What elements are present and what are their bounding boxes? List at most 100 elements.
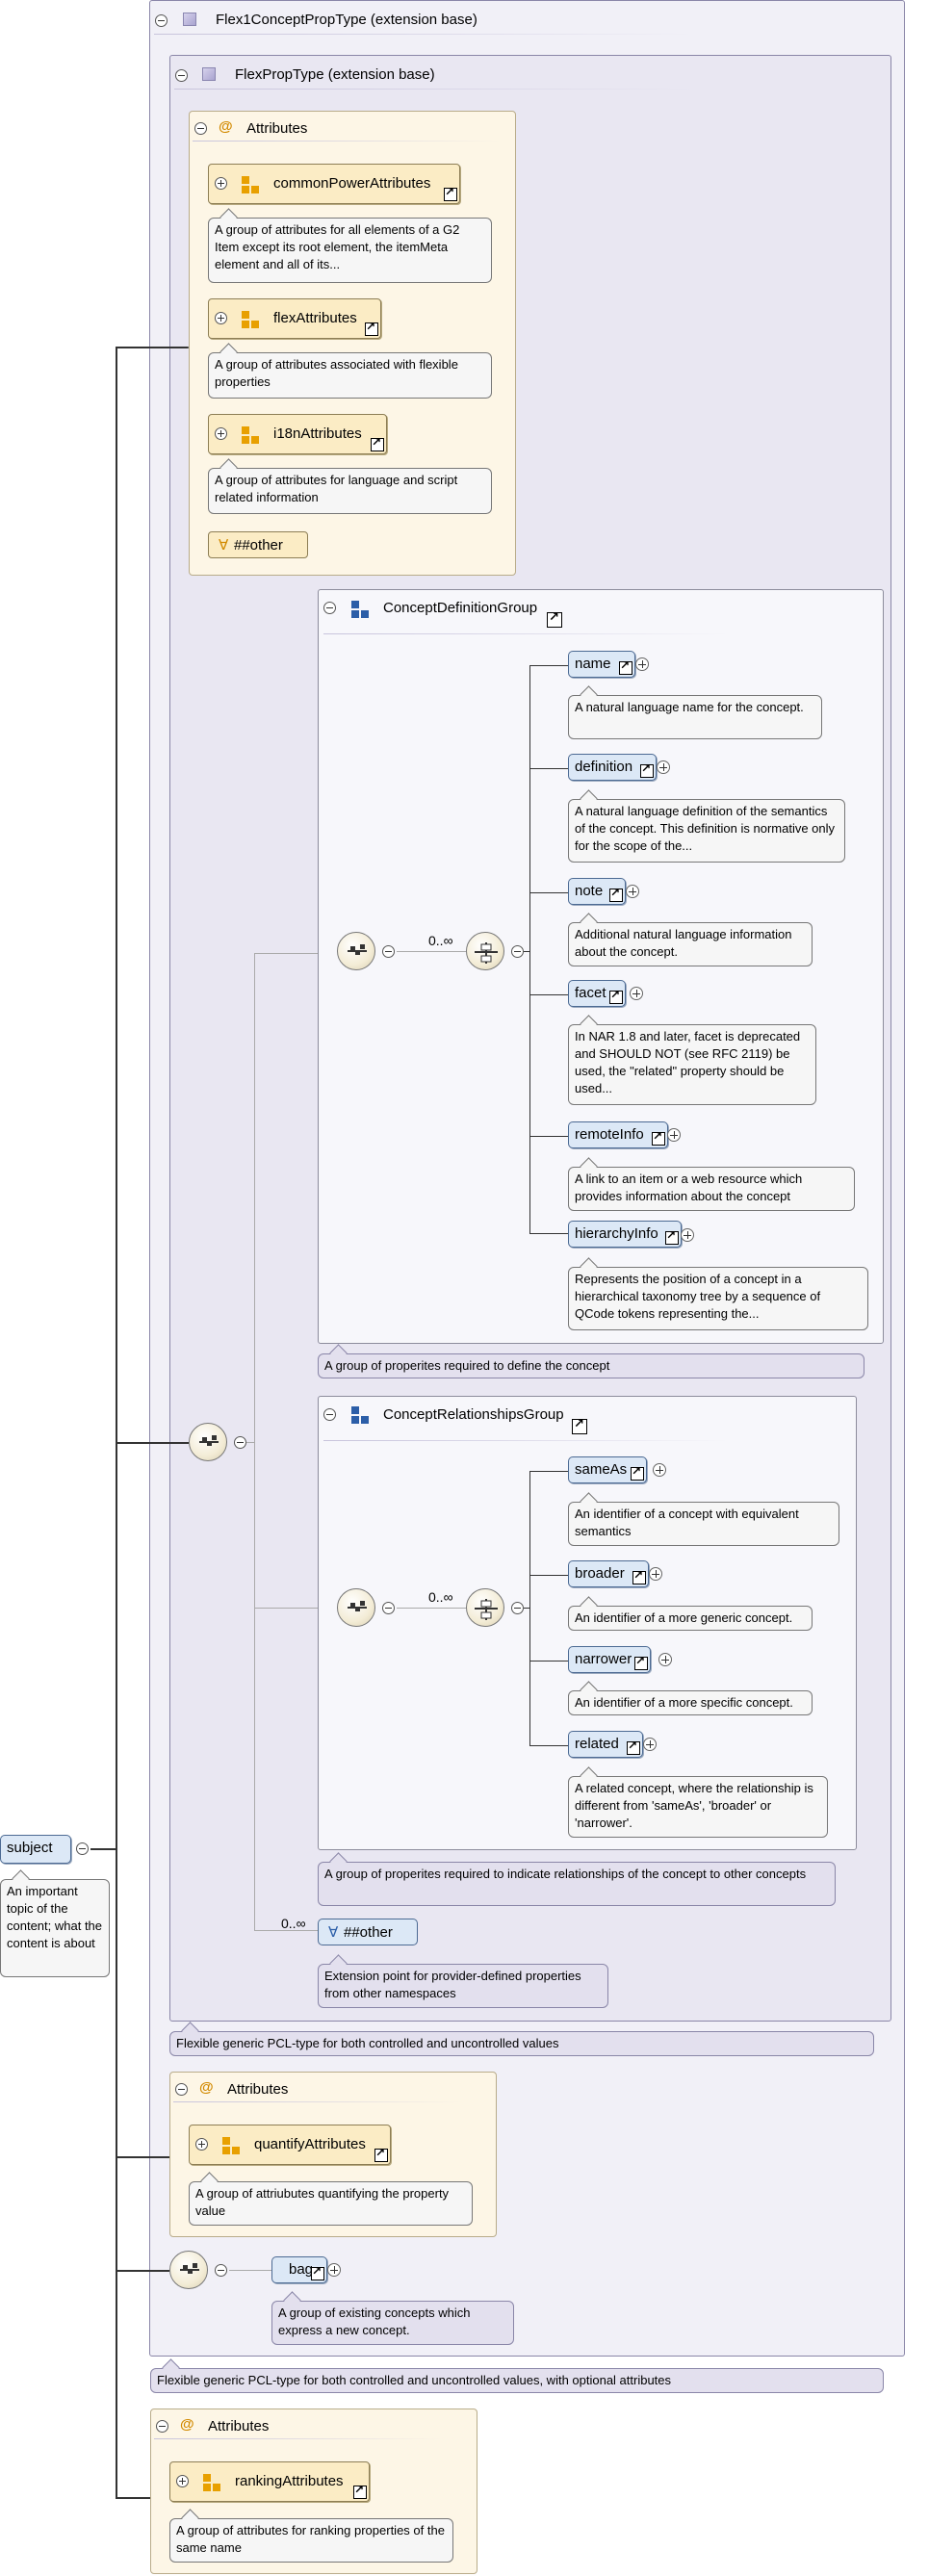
branch-facet (529, 994, 568, 995)
sequence-collapse-toggle[interactable] (511, 945, 524, 958)
element-note[interactable]: note (568, 878, 626, 905)
reference-icon[interactable]: ↗ (572, 1417, 587, 1434)
expand-plus-icon[interactable] (681, 1228, 694, 1242)
element-bag[interactable]: bag (271, 2256, 327, 2283)
expand-plus-icon[interactable] (643, 1738, 657, 1751)
expand-plus-icon[interactable] (635, 657, 649, 671)
attribute-group-flex[interactable]: flexAttributes (208, 298, 381, 339)
note-subject: An important topic of the content; what … (0, 1869, 110, 1977)
element-broader[interactable]: broader (568, 1560, 649, 1587)
attribute-at-icon: @ (199, 2079, 214, 2096)
reference-icon[interactable] (374, 2146, 388, 2162)
attribute-group-quantify[interactable]: quantifyAttributes (189, 2125, 391, 2165)
reference-icon[interactable] (632, 1568, 646, 1584)
reference-icon[interactable] (619, 658, 632, 675)
branch-definition (529, 768, 568, 769)
reference-icon[interactable] (652, 1129, 665, 1146)
element-definition[interactable]: definition (568, 754, 657, 781)
element-same-as[interactable]: sameAs (568, 1456, 647, 1483)
branch-narrower (529, 1661, 568, 1662)
expand-toggle[interactable] (176, 2475, 189, 2487)
choice-collapse-toggle[interactable] (382, 945, 395, 958)
attribute-group-ranking[interactable]: rankingAttributes (169, 2461, 370, 2502)
branch-attributes-3 (116, 2497, 150, 2499)
element-hierarchy-info[interactable]: hierarchyInfo (568, 1221, 682, 1248)
note-concept-relationships-group: A group of properites required to indica… (318, 1852, 836, 1906)
element-label: name (575, 656, 611, 672)
expand-plus-icon[interactable] (649, 1567, 662, 1581)
note-hierarchy-info: Represents the position of a concept in … (568, 1257, 868, 1330)
reference-icon[interactable] (609, 988, 623, 1004)
choice-compositor[interactable] (337, 1588, 375, 1627)
def-elements-vertical (529, 665, 530, 1233)
element-label: bag (289, 2261, 314, 2278)
element-remote-info[interactable]: remoteInfo (568, 1121, 668, 1148)
reference-icon[interactable] (353, 2483, 367, 2499)
flexprop-title-separator (174, 89, 694, 90)
attributes-collapse-toggle[interactable] (156, 2420, 168, 2433)
reference-icon[interactable] (631, 1464, 644, 1481)
reference-icon[interactable] (311, 2264, 324, 2280)
expand-toggle[interactable] (215, 312, 227, 324)
reference-icon[interactable] (627, 1739, 640, 1755)
sequence-compositor-inner[interactable] (466, 932, 504, 970)
element-name[interactable]: name (568, 651, 635, 678)
subject-collapse-toggle[interactable] (76, 1842, 89, 1855)
sequence-collapse-toggle[interactable] (511, 1602, 524, 1614)
any-element-wildcard[interactable]: ∀ ##other (318, 1919, 418, 1945)
any-attribute-wildcard[interactable]: ∀ ##other (208, 531, 308, 558)
expand-toggle[interactable] (195, 2138, 208, 2151)
group-separator (323, 1440, 728, 1441)
element-facet[interactable]: facet (568, 980, 626, 1007)
branch-related (529, 1745, 568, 1746)
complex-type-icon (202, 67, 216, 81)
note-narrower: An identifier of a more specific concept… (568, 1681, 813, 1715)
sequence-collapse-toggle[interactable] (234, 1436, 246, 1449)
expand-plus-icon[interactable] (657, 760, 670, 774)
note-facet: In NAR 1.8 and later, facet is deprecate… (568, 1015, 816, 1105)
element-subject[interactable]: subject (0, 1835, 71, 1864)
choice-collapse-toggle[interactable] (215, 2264, 227, 2277)
reference-icon[interactable] (444, 185, 457, 201)
branch-remote-info (529, 1136, 568, 1137)
reference-icon[interactable] (665, 1228, 679, 1245)
any-element-icon: ∀ (328, 1924, 339, 1941)
group-collapse-toggle[interactable] (323, 1408, 336, 1421)
expand-plus-icon[interactable] (626, 885, 639, 898)
reference-icon[interactable] (365, 320, 378, 336)
expand-toggle[interactable] (215, 177, 227, 190)
choice-to-sequence-line (397, 1608, 466, 1609)
expand-plus-icon[interactable] (658, 1653, 672, 1666)
choice-collapse-toggle[interactable] (382, 1602, 395, 1614)
attribute-group-common-power[interactable]: commonPowerAttributes (208, 164, 460, 204)
sequence-compositor[interactable] (189, 1423, 227, 1461)
element-related[interactable]: related (568, 1731, 643, 1758)
reference-icon[interactable] (371, 435, 384, 451)
branch-same-as (529, 1471, 568, 1472)
reference-icon[interactable] (609, 886, 623, 902)
group-collapse-toggle[interactable] (323, 602, 336, 614)
attribute-group-i18n[interactable]: i18nAttributes (208, 414, 387, 454)
expand-plus-icon[interactable] (327, 2263, 341, 2277)
attribute-group-name: i18nAttributes (273, 425, 362, 442)
choice-compositor-bag[interactable] (169, 2251, 208, 2289)
reference-icon[interactable]: ↗ (547, 610, 562, 628)
root-connector (90, 1848, 116, 1850)
expand-plus-icon[interactable] (667, 1128, 681, 1142)
choice-compositor[interactable] (337, 932, 375, 970)
element-label: facet (575, 985, 606, 1001)
element-narrower[interactable]: narrower (568, 1646, 651, 1673)
expand-plus-icon[interactable] (653, 1463, 666, 1477)
attributes-collapse-toggle[interactable] (175, 2083, 188, 2096)
branch-hierarchy-info (529, 1233, 568, 1234)
flex1-collapse-toggle[interactable] (155, 14, 168, 27)
reference-icon[interactable] (640, 761, 654, 778)
expand-plus-icon[interactable] (630, 987, 643, 1000)
flexprop-collapse-toggle[interactable] (175, 69, 188, 82)
sequence-compositor-inner[interactable] (466, 1588, 504, 1627)
concept-definition-group-title: ConceptDefinitionGroup (383, 600, 538, 616)
reference-icon[interactable] (634, 1654, 648, 1670)
expand-toggle[interactable] (215, 427, 227, 440)
tree-trunk (116, 347, 117, 2499)
attributes-collapse-toggle[interactable] (194, 122, 207, 135)
